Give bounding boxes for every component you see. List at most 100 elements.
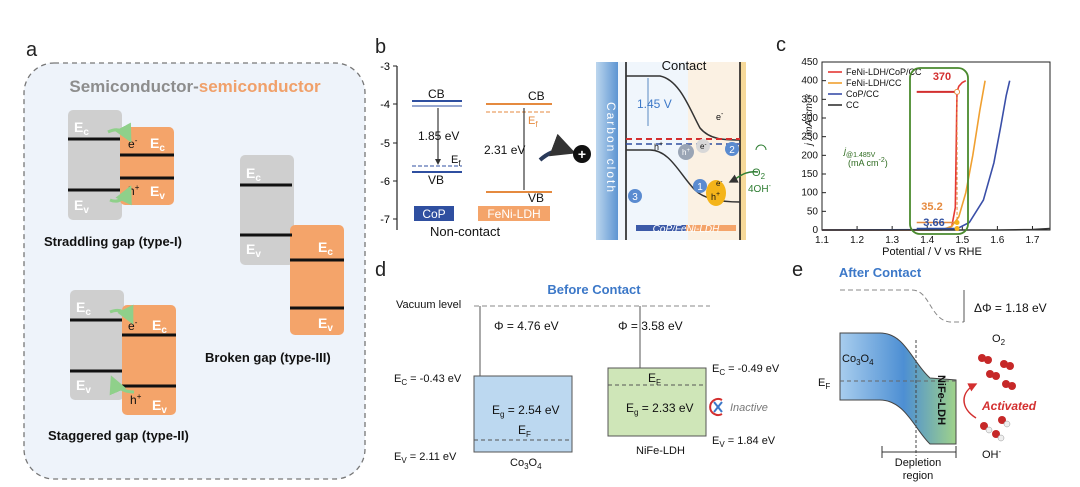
vacuum-level-label: Vacuum level	[396, 299, 461, 311]
panel-e-letter: e	[792, 259, 803, 281]
legend-label-3: CC	[846, 100, 859, 110]
panel-e: e After Contact ΔΦ = 1.18 eV EF Co3O4 Ni…	[792, 259, 1047, 482]
feni-gap-value: 2.31 eV	[484, 143, 525, 157]
marker-1	[693, 179, 707, 193]
heterojunction-band	[839, 332, 957, 445]
panel-d-letter: d	[375, 259, 386, 281]
x-tick-label: 1.5	[955, 235, 969, 246]
type3-ec-left: Ec	[246, 165, 261, 184]
type2-ev-right: Ev	[152, 397, 167, 416]
type1-ec-left: Ec	[74, 119, 89, 138]
e-co3o4-label: Co3O4	[842, 353, 874, 367]
type3-label: Broken gap (type-III)	[205, 350, 331, 365]
hole-droplet-icon	[706, 180, 726, 206]
noncontact-label: Non-contact	[430, 224, 500, 239]
hole-particle-label: h+	[682, 148, 690, 157]
e-vacuum-bend	[911, 289, 964, 323]
phi1-value: Φ = 4.76 eV	[494, 319, 559, 333]
activated-label: Activated	[981, 399, 1037, 413]
ann-366-point	[954, 226, 960, 232]
bend-value: 1.45 V	[637, 97, 672, 111]
depletion-label-1: Depletion	[895, 457, 941, 469]
panel-d: d Before Contact Vacuum level Φ = 4.76 e…	[375, 259, 780, 471]
panel-b-transition-arrow	[538, 133, 576, 162]
series-line-3	[822, 227, 1051, 231]
type2-electron: e-	[128, 318, 138, 333]
y-tick-label: 100	[801, 188, 818, 199]
type3-ev-right: Ev	[318, 315, 333, 334]
y-tick-label: 350	[801, 94, 818, 105]
panel-b: b -3 -4 -5 -6 -7 CB VB Ef 1.85 eV CoP CB…	[375, 36, 772, 240]
feni-label-box	[478, 206, 550, 221]
x-tick-label: 1.7	[1026, 235, 1040, 246]
ec-right-value: EC = -0.49 eV	[712, 363, 780, 377]
feni-label: FeNi-LDH	[487, 207, 540, 221]
nife-label: NiFe-LDH	[636, 445, 685, 457]
ann-370-bg	[928, 69, 956, 82]
dphi-value: ΔΦ = 1.18 eV	[974, 301, 1047, 315]
y-tick-label: -7	[380, 214, 390, 226]
marker-1-label: 1	[697, 182, 703, 193]
feni-ef-label: Ef	[528, 115, 538, 129]
panel-c-letter: c	[776, 34, 786, 56]
e-ef-label: EF	[818, 377, 830, 391]
cop-cb-label: CB	[428, 87, 445, 101]
y-tick-label: 400	[801, 76, 818, 87]
nife-band-box	[607, 367, 707, 437]
x-tick-label: 1.3	[885, 235, 899, 246]
cop-label-box	[414, 206, 454, 221]
type3-ec-right: Ec	[318, 239, 333, 258]
y-tick-label: 200	[801, 150, 818, 161]
electron-particle-label: e-	[700, 142, 706, 151]
type2-ev-left: Ev	[76, 377, 91, 396]
j-annotation: j@1.485V	[843, 146, 876, 159]
hole-particle	[678, 144, 694, 160]
feni-vb-label: VB	[528, 191, 544, 205]
type2-hole: h+	[130, 392, 142, 407]
y-tick-label: 250	[801, 132, 818, 143]
co3o4-label: Co3O4	[510, 457, 542, 471]
y-axis-label: j / mA·cm⁻²	[804, 94, 815, 147]
inactive-label: Inactive	[730, 402, 768, 414]
cop-region	[618, 62, 688, 240]
y-tick-label: 300	[801, 113, 818, 124]
contact-label: Contact	[662, 58, 707, 73]
panel-b-letter: b	[375, 36, 386, 58]
marker-3-label: 3	[632, 192, 638, 203]
legend-label-2: CoP/CC	[846, 89, 880, 99]
x-axis-label: Potential / V vs RHE	[882, 246, 982, 258]
e-oh-label: OH-	[982, 447, 1002, 461]
type2-hole-arrow	[109, 375, 135, 396]
type1-ec-right: Ec	[150, 135, 165, 154]
marker-2	[725, 142, 739, 156]
panel-a-letter: a	[26, 39, 38, 61]
marker-3	[628, 189, 642, 203]
y-tick-label: 150	[801, 169, 818, 180]
x-tick-label: 1.1	[815, 235, 829, 246]
depletion-label-2: region	[903, 470, 934, 482]
panel-d-title: Before Contact	[547, 282, 641, 297]
y-tick-label: -5	[380, 138, 390, 150]
inactive-cross-icon-2	[713, 401, 723, 413]
nife-ef: EF	[648, 371, 661, 387]
panel-a-title: Semiconductor-semiconductor	[69, 77, 321, 96]
cop-gap-value: 1.85 eV	[418, 129, 459, 143]
carbon-cloth-label: Carbon cloth	[604, 102, 618, 194]
inactive-arrow-icon	[709, 398, 723, 416]
ann-370: 370	[933, 71, 951, 83]
y-tick-label: -4	[380, 99, 390, 111]
ev-left-value: EV = 2.11 eV	[394, 451, 457, 465]
y-tick-label: -3	[380, 61, 390, 73]
bubble-icon	[755, 144, 767, 151]
type1-ev-right: Ev	[150, 183, 165, 202]
panel-e-title: After Contact	[839, 265, 922, 280]
annotation-bracket	[909, 67, 969, 235]
x-tick-label: 1.2	[850, 235, 864, 246]
o2-molecules-icon	[978, 354, 1016, 442]
ev-right-value: EV = 1.84 eV	[712, 435, 776, 449]
contact-cb-curve	[626, 75, 741, 141]
droplet-electron: e-	[716, 179, 722, 188]
o2-label: O2	[752, 167, 766, 181]
panel-a: a Semiconductor-semiconductor Ec Ev Ec E…	[23, 39, 366, 480]
